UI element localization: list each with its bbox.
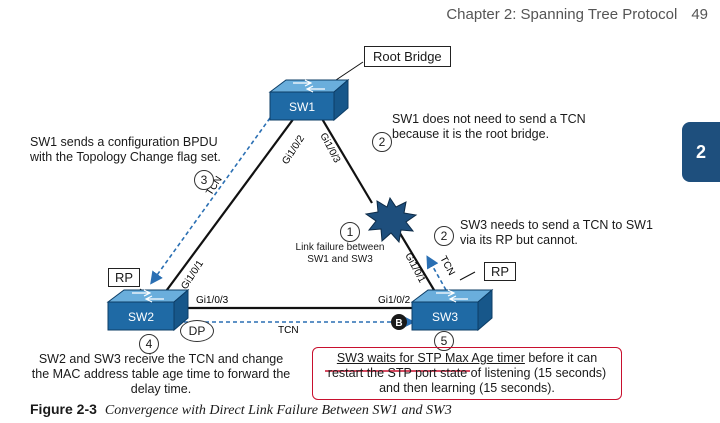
link-sw1-sw3-b [397, 229, 441, 301]
b-marker-label: B [395, 318, 402, 329]
port-sw3-gi102: Gi1/0/2 [378, 295, 411, 306]
sw2-label: SW2 [128, 310, 154, 324]
tcn-label-bottom: TCN [278, 325, 299, 336]
port-sw3-gi101: Gi1/0/1 [402, 251, 427, 285]
dp-label: DP [180, 320, 214, 342]
sw3-switch-icon [410, 288, 494, 332]
figure-title: Convergence with Direct Link Failure Bet… [104, 403, 452, 418]
rp-sw3-pointer [459, 271, 476, 281]
note-sw1-sends-bpdu: SW1 sends a configuration BPDU with the … [30, 135, 221, 164]
b-marker-icon [391, 314, 407, 330]
figure-label: Figure 2-3 [30, 401, 97, 417]
page-header: Chapter 2: Spanning Tree Protocol 49 [446, 6, 708, 23]
note-sw2-sw3-receive: SW2 and SW3 receive the TCN and change t… [31, 352, 291, 396]
note-sw1-no-tcn: SW1 does not need to send a TCN because … [392, 112, 586, 141]
sw1-label: SW1 [289, 100, 315, 114]
port-sw1-gi102: Gi1/0/2 [280, 133, 307, 166]
rp-sw2-callout: RP [108, 268, 141, 287]
sw1-switch-icon [268, 78, 350, 122]
max-age-text-underlined: SW3 waits for STP Max Age timer [336, 351, 525, 365]
figure-caption: Figure 2-3 Convergence with Direct Link F… [30, 401, 452, 419]
max-age-text-rest: before it can restart the STP port state… [327, 351, 607, 395]
step-2-marker-sw3: 2 [434, 226, 454, 246]
step-4-marker: 4 [139, 334, 159, 354]
chapter-tab: 2 [682, 122, 720, 182]
link-sw1-sw2 [157, 109, 301, 303]
sw3-label: SW3 [432, 310, 458, 324]
port-sw2-gi103: Gi1/0/3 [196, 295, 229, 306]
note-link-failure: Link failure between SW1 and SW3 [295, 242, 385, 265]
sw2-switch-icon [106, 288, 190, 332]
step-3-marker: 3 [194, 170, 214, 190]
rp-sw3-callout: RP [484, 262, 517, 281]
step-1-marker: 1 [340, 222, 360, 242]
tcn-label-right: TCN [437, 254, 456, 277]
step-5-marker: 5 [434, 331, 454, 351]
link-failure-burst-icon [364, 196, 418, 244]
root-bridge-callout: Root Bridge [364, 46, 451, 67]
note-sw3-needs-tcn: SW3 needs to send a TCN to SW1 via its R… [460, 218, 653, 247]
page-number: 49 [691, 6, 708, 23]
tcn-arrow-sw3-to-sw1 [426, 255, 447, 291]
tcn-arrow-sw1-to-sw2 [150, 117, 271, 285]
port-sw2-gi101: Gi1/0/1 [179, 258, 206, 291]
link-sw1-sw3-a [317, 111, 373, 204]
chapter-title: Chapter 2: Spanning Tree Protocol [446, 6, 678, 23]
step-2-marker-sw1: 2 [372, 132, 392, 152]
max-age-highlight-box: SW3 waits for STP Max Age timer before i… [312, 347, 622, 400]
